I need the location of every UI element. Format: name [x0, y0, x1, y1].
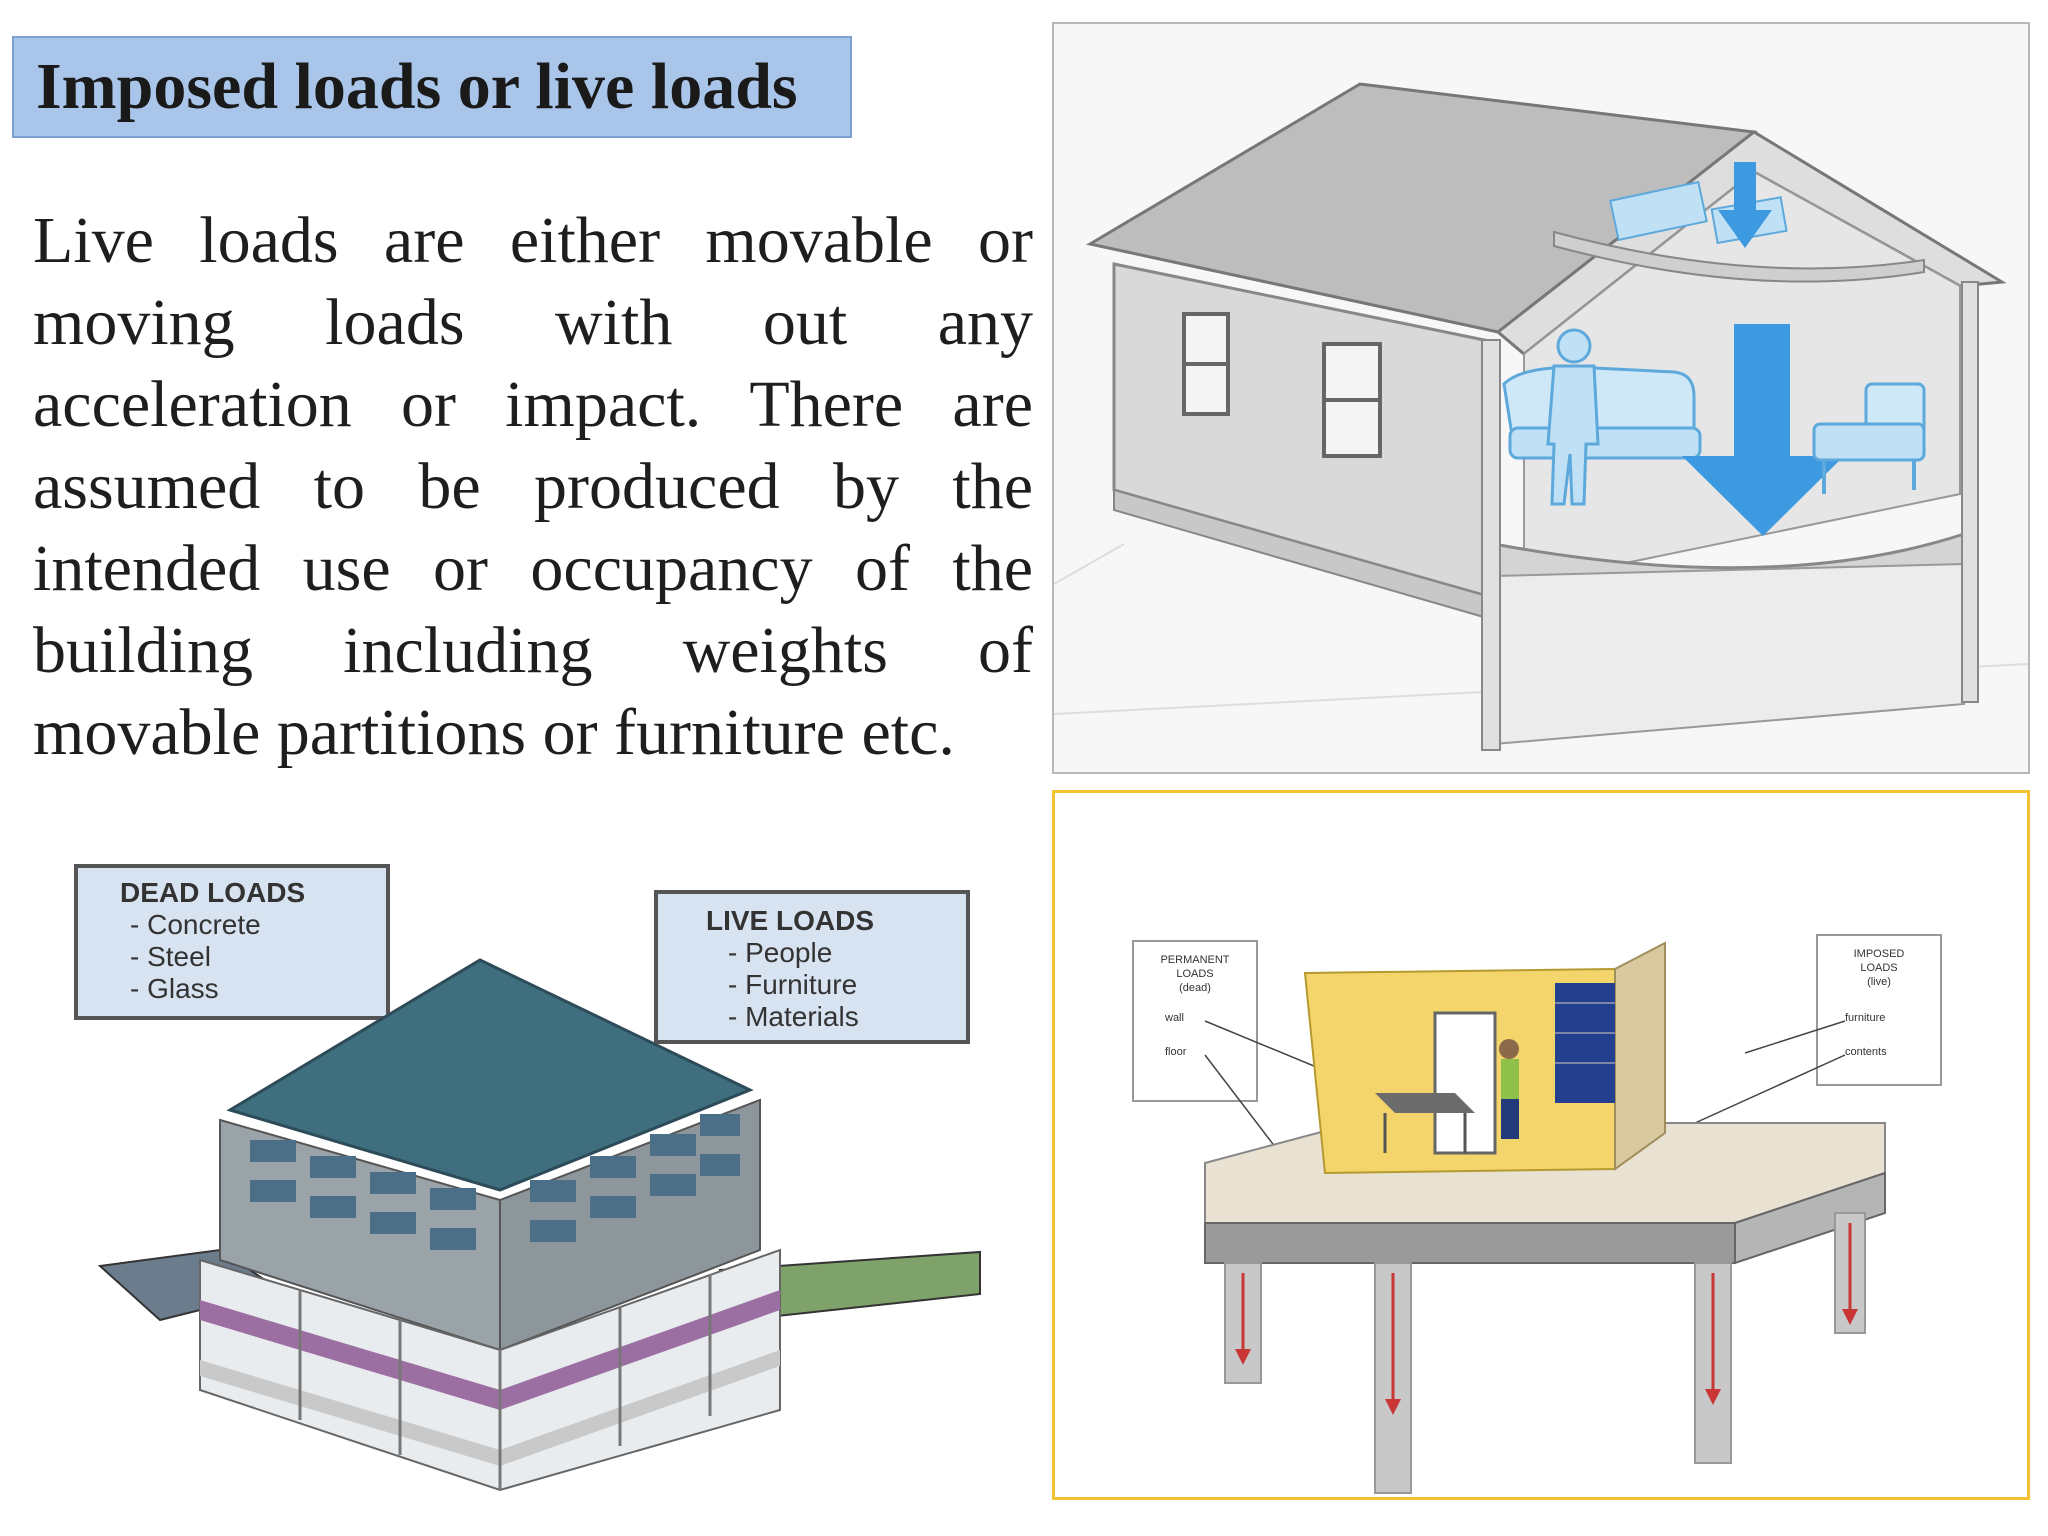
dead-loads-heading: DEAD LOADS [120, 877, 305, 908]
dead-loads-label-box: DEAD LOADS - Concrete - Steel - Glass [74, 864, 390, 1020]
floor-slab-illustration: PERMANENT LOADS (dead) wall floor IMPOSE… [1052, 790, 2030, 1500]
permanent-loads-line: PERMANENT [1160, 954, 1229, 966]
house-cutaway-illustration [1052, 22, 2030, 774]
dead-loads-item: - Steel [130, 941, 211, 972]
imposed-loads-item: contents [1845, 1046, 1887, 1058]
permanent-loads-item: wall [1164, 1012, 1184, 1024]
permanent-loads-item: floor [1165, 1046, 1187, 1058]
live-loads-item: - Furniture [728, 969, 857, 1000]
load-arrow-icon [1682, 324, 1844, 536]
dead-loads-item: - Concrete [130, 909, 261, 940]
window-icon [1322, 342, 1382, 458]
title-box: Imposed loads or live loads [12, 36, 852, 138]
live-loads-label-box: LIVE LOADS - People - Furniture - Materi… [654, 890, 970, 1044]
slide-title: Imposed loads or live loads [36, 50, 798, 123]
building-cutaway-illustration: DEAD LOADS - Concrete - Steel - Glass LI… [60, 850, 1000, 1530]
live-loads-item: - Materials [728, 1001, 859, 1032]
imposed-loads-item: furniture [1845, 1012, 1885, 1024]
dead-loads-item: - Glass [130, 973, 219, 1004]
permanent-loads-line: LOADS [1176, 968, 1213, 980]
sofa-icon [1502, 365, 1702, 460]
body-paragraph: Live loads are either movable or moving … [33, 204, 1033, 769]
load-arrow-icon [1718, 162, 1772, 248]
imposed-loads-line: (live) [1867, 976, 1891, 988]
imposed-loads-line: IMPOSED [1854, 948, 1905, 960]
permanent-loads-label: PERMANENT LOADS (dead) wall floor [1132, 940, 1258, 1102]
person-figure-icon [1546, 328, 1600, 506]
armchair-icon [1812, 382, 1926, 494]
imposed-loads-line: LOADS [1860, 962, 1897, 974]
imposed-loads-label: IMPOSED LOADS (live) furniture contents [1816, 934, 1942, 1086]
person-figure-icon [1499, 1039, 1519, 1139]
live-loads-heading: LIVE LOADS [706, 905, 874, 936]
live-loads-item: - People [728, 937, 832, 968]
window-icon [1182, 312, 1230, 416]
permanent-loads-line: (dead) [1179, 982, 1211, 994]
